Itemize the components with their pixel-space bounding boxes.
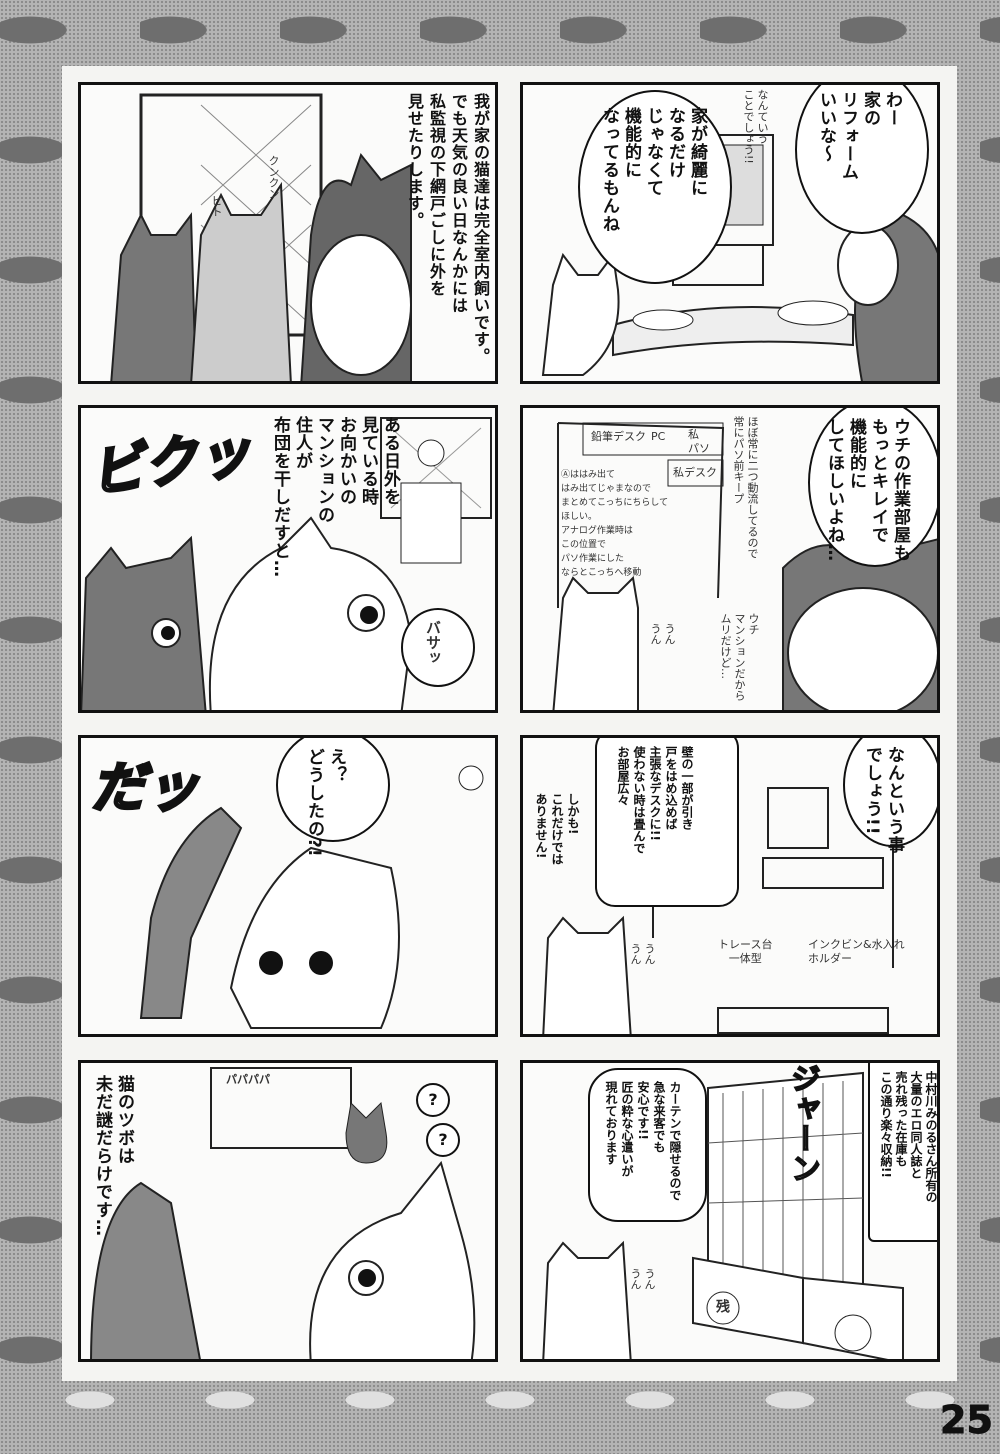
sfx-da: だッ [90,755,201,821]
speech-text-what-a-thing: なんという事 でしょう!! [862,746,904,854]
aside-text: ウチ マンションだから ムリだけど… [719,613,760,701]
panel-storage-shelf: 残 中村川みのるさん所有の 大量のエロ同人誌と 売れ残った在庫も この通り楽々収… [520,1060,940,1362]
question-bubble: ? [426,1123,460,1157]
sfx-sniff: クンクン [267,155,280,199]
speech-bubble [795,85,929,234]
tv-caption: なんていう ことでしょう!! [742,89,769,164]
narration-indoor-cats: 我が家の猫達は完全室内飼いです。 でも天気の良い日なんかには 私監視の下網戸ごし… [405,93,490,365]
sfx-jaan: ジャーン [784,1063,821,1184]
note-line: パソ作業にした [561,554,625,564]
box-label: 残 [714,1299,730,1313]
panel-cats-at-window: 我が家の猫達は完全室内飼いです。 でも天気の良い日なんかには 私監視の下網戸ごし… [78,82,498,384]
cat-reply: うん うん [649,623,676,645]
note-line: ならとこっちへ移動 [561,568,642,578]
panel-cat-mystery: 猫のツボは 未だ謎だらけです… パパパパ ? ? [78,1060,498,1362]
panel-cats-dash: だッ え？ どうしたの?! [78,735,498,1037]
speech-text-functional: 家が綺麗に なるだけ じゃなくて 機能的に なってるもんね [599,107,707,233]
panel-work-room-plan: 鉛筆デスク PC 私 パソ 私デスク Ⓐははみ出て はみ出てじゃまなので まとめ… [520,405,940,713]
narration-storage: 中村川みのるさん所有の 大量のエロ同人誌と 売れ残った在庫も この通り楽々収納!… [879,1071,938,1203]
question-bubble: ? [416,1083,450,1117]
speech-text-work-room: ウチの作業部屋も もっとキレイで 機能的に してほしいよね… [824,418,910,562]
cat-reply: うん うん [629,943,656,965]
panel-renovation-tv: わー 家の リフォーム いいな～ 家が綺麗に なるだけ じゃなくて 機能的に な… [520,82,940,384]
note-label: 私デスク [673,466,717,479]
speech-text-what-happened: え？ どうしたの?! [304,748,346,858]
speech-text-curtain: カーテンで隠せるので 急な来客でも 安心です!! 匠の粋な心遣いが 現れておりま… [604,1081,682,1201]
illustration-cats-running [139,765,484,1029]
speech-bubble [588,1068,707,1222]
speech-bubble [843,738,937,847]
speech-bubble [808,408,937,567]
sfx-bubble [401,608,475,687]
illustration-cats-window [110,93,412,381]
illustration-floor-plan [552,422,937,710]
note-memo: ほぼ常に二つ動流してるので 常にパソ前キープ [732,416,759,559]
illustration-cats-mystery [90,1067,476,1359]
label-ink-holder: インクビン&水入れ ホルダー [808,938,905,965]
note-label: PC [651,430,666,443]
speech-bubble [276,738,390,842]
label-trace-table: トレース台 一体型 [718,938,773,965]
narration-cat-mystery: 猫のツボは 未だ謎だらけです… [92,1075,134,1237]
speech-text-moreover: しかも! これだけでは ありません! [534,793,580,865]
note-line: アナログ作業時は [561,526,633,536]
note-line: はみ出てじゃまなので [561,484,652,494]
panel-fold-desk: なんという事 でしょう!! 壁の一部が引き 戸をはめ込めば 主張なデスクに!! … [520,735,940,1037]
illustration-bookshelf [542,1071,904,1359]
sfx-papapapa: パパパパ [226,1073,270,1086]
note-line: この位置で [561,540,607,550]
narration-box [868,1063,937,1242]
illustration-fold-desk [542,748,894,1034]
note-line: ほしい。 [561,512,598,522]
illustration-startled-cats [81,417,492,710]
narration-futon: ある日外を 見ている時 お向かいの マンションの 住人が 布団を干しだすと… [270,416,400,578]
sfx-pito: ピト [210,195,223,217]
sfx-basa: バサッ [424,620,442,665]
speech-text-wall-desk: 壁の一部が引き 戸をはめ込めば 主張なデスクに!! 使わない時は畳んで お部屋広… [616,746,694,854]
page-number: 25 [940,1398,994,1443]
speech-text-wow: わー 家の リフォーム いいな～ [816,91,902,181]
cat-reply: うん うん [629,1268,656,1290]
panel-startled-cats: ある日外を 見ている時 お向かいの マンションの 住人が 布団を干しだすと… ビ… [78,405,498,713]
note-label: 私 パソ [688,428,710,455]
note-label: 鉛筆デスク [591,430,646,443]
note-line: まとめてこっちにちらして [561,498,669,508]
speech-bubble [578,90,732,284]
speech-bubble [595,738,739,907]
note-lines: Ⓐははみ出て はみ出てじゃまなので まとめてこっちにちらして ほしい。 アナログ… [561,468,671,580]
note-line: Ⓐははみ出て [561,470,616,480]
